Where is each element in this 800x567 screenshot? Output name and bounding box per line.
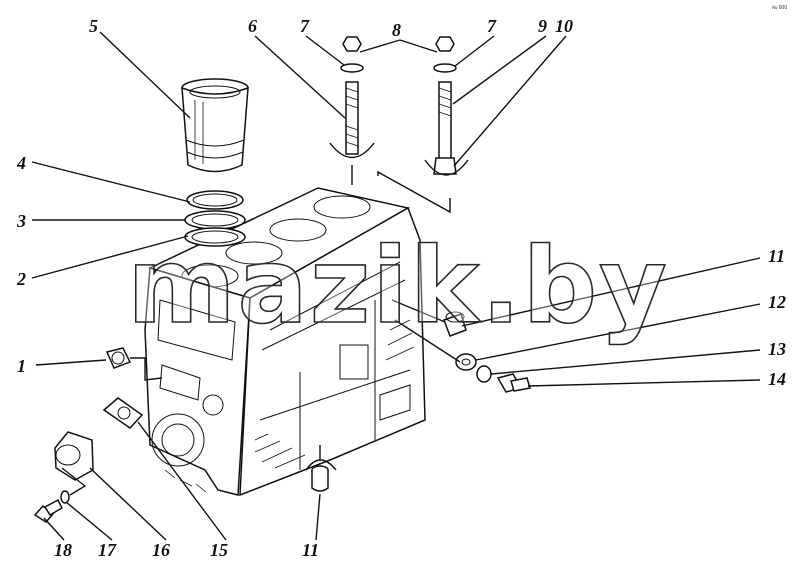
drain-plug — [105, 347, 163, 381]
dowel-bush-right — [443, 311, 467, 337]
callout-label: 2 — [16, 269, 26, 289]
callout-label: 7 — [487, 16, 497, 36]
leader-lines — [31, 31, 761, 541]
callout-label: 5 — [89, 16, 98, 36]
head-stud-right — [424, 36, 469, 176]
callout-label: 6 — [248, 16, 257, 36]
plug-bolt — [496, 373, 531, 393]
head-stud-left — [329, 36, 375, 185]
callout-label: 13 — [768, 339, 786, 359]
washer-right — [455, 353, 477, 371]
callout-label: 10 — [555, 16, 573, 36]
seal-ring — [476, 365, 492, 383]
callout-label: 9 — [538, 16, 547, 36]
callout-label: 18 — [54, 540, 72, 560]
bolt-washer — [33, 490, 70, 523]
callout-label: 15 — [210, 540, 228, 560]
callout-label: 12 — [768, 292, 786, 312]
callout-label: 16 — [152, 540, 170, 560]
callout-label: 1 — [17, 356, 26, 376]
engine-block — [144, 187, 426, 497]
callout-label: 8 — [392, 20, 401, 40]
cylinder-liner — [181, 78, 249, 173]
callout-label: 11 — [768, 246, 785, 266]
callout-label: 4 — [16, 153, 26, 173]
filter-gasket — [102, 397, 144, 429]
callout-label: 7 — [300, 16, 310, 36]
callout-label: 17 — [98, 540, 117, 560]
callout-label: 14 — [768, 369, 786, 389]
callout-label: 3 — [16, 211, 26, 231]
callout-labels: 5 4 3 2 1 6 7 8 7 9 10 11 12 13 14 18 17… — [16, 16, 786, 560]
watermark: mazik.by — [127, 225, 669, 347]
callout-label: 11 — [302, 540, 319, 560]
filter-housing — [54, 431, 94, 496]
dowel-bush-bottom — [305, 445, 337, 492]
corner-mark: № 000 — [772, 5, 787, 11]
liner-sealing-rings — [184, 190, 246, 247]
